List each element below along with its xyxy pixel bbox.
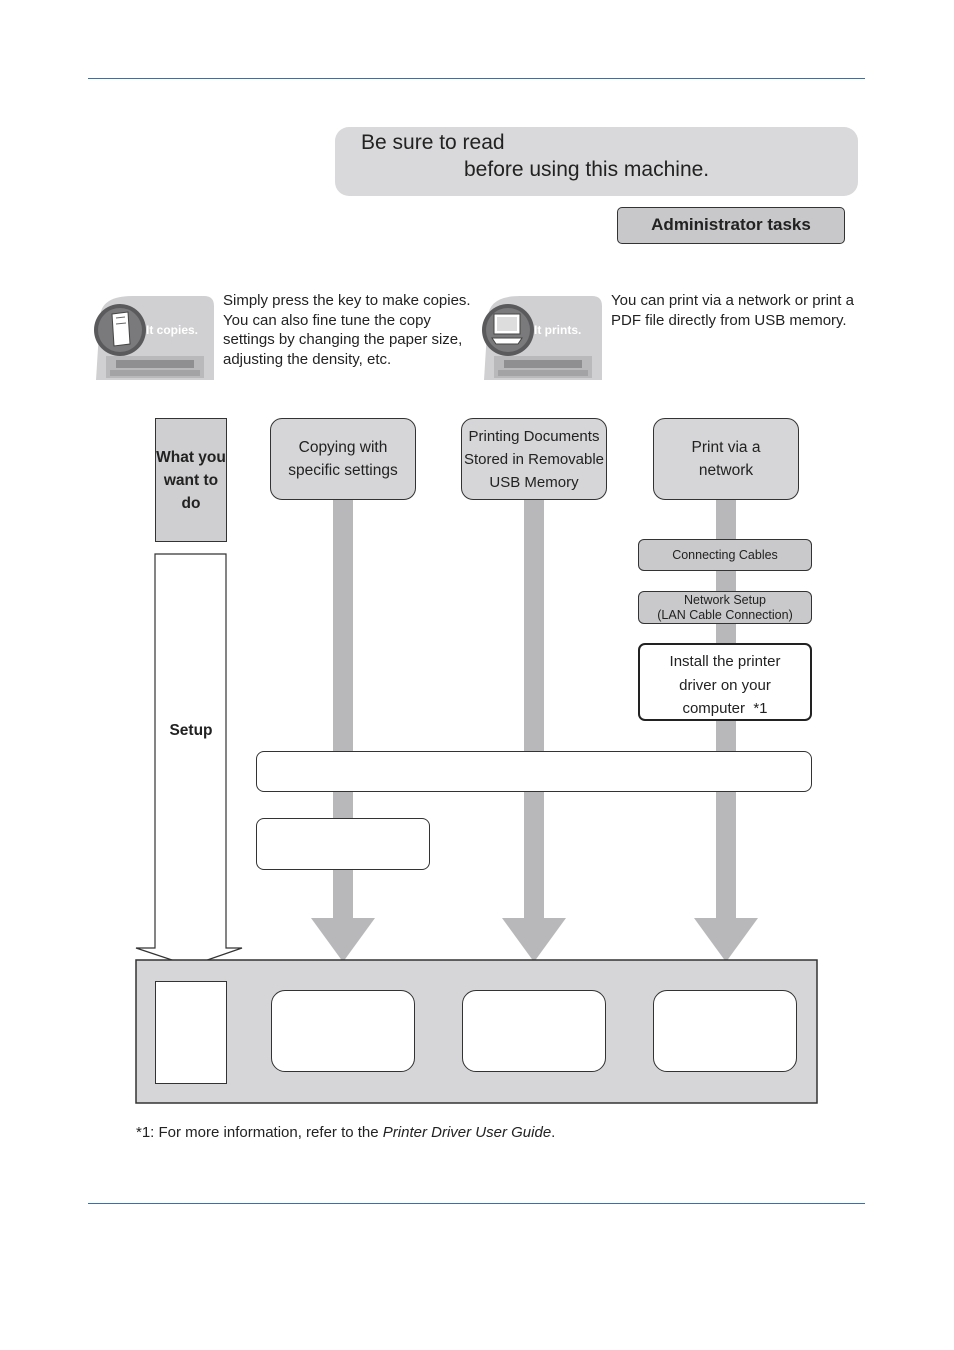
- network-setup-subtitle: (LAN Cable Connection): [657, 607, 793, 622]
- install-driver-box: Install the printer driver on your compu…: [638, 643, 812, 721]
- install-driver-footnote-ref: *1: [753, 700, 768, 717]
- connecting-cables-box: Connecting Cables: [638, 539, 812, 571]
- copier-icon: It copies.: [92, 294, 216, 382]
- network-result-box: [653, 990, 797, 1072]
- usb-result-box: [462, 990, 606, 1072]
- result-side-box: [155, 981, 227, 1084]
- install-driver-text: Install the printer driver on your compu…: [669, 653, 781, 717]
- copy-arrow-head: [311, 918, 375, 962]
- copy-setup-box: [256, 818, 430, 870]
- what-you-want-label: What you want to do: [155, 418, 227, 542]
- notice-banner: Be sure to read before using this machin…: [335, 127, 858, 196]
- copy-description: Simply press the key to make copies. You…: [223, 292, 471, 368]
- banner-line-2: before using this machine.: [464, 158, 710, 181]
- usb-arrow-shaft: [524, 500, 544, 920]
- copy-icon-label: It copies.: [146, 323, 199, 337]
- banner-line-1: Be sure to read: [361, 131, 505, 154]
- footnote-suffix: .: [551, 1124, 556, 1141]
- print-description: You can print via a network or print a P…: [611, 292, 854, 329]
- footnote-prefix: *1: For more information, refer to the: [136, 1124, 383, 1141]
- administrator-tasks-badge: Administrator tasks: [617, 207, 845, 244]
- network-setup-box: Network Setup (LAN Cable Connection): [638, 591, 812, 624]
- network-setup-title: Network Setup: [684, 592, 766, 607]
- copy-arrow-shaft: [333, 500, 353, 920]
- footnote: *1: For more information, refer to the P…: [136, 1124, 555, 1141]
- top-rule: [88, 78, 865, 79]
- common-setup-bar: [256, 751, 812, 792]
- bottom-rule: [88, 1203, 865, 1204]
- print-via-network-box: Print via a network: [653, 418, 799, 500]
- footnote-guide-title: Printer Driver User Guide: [382, 1124, 552, 1141]
- usb-arrow-head: [502, 918, 566, 962]
- network-arrow-head: [694, 918, 758, 962]
- printing-usb-memory-box: Printing Documents Stored in Removable U…: [461, 418, 607, 500]
- print-icon-label: It prints.: [534, 323, 582, 337]
- setup-label: Setup: [169, 722, 213, 739]
- copy-result-box: [271, 990, 415, 1072]
- setup-arrow: [135, 553, 243, 967]
- printer-icon: It prints.: [480, 294, 604, 382]
- copying-specific-settings-box: Copying with specific settings: [270, 418, 416, 500]
